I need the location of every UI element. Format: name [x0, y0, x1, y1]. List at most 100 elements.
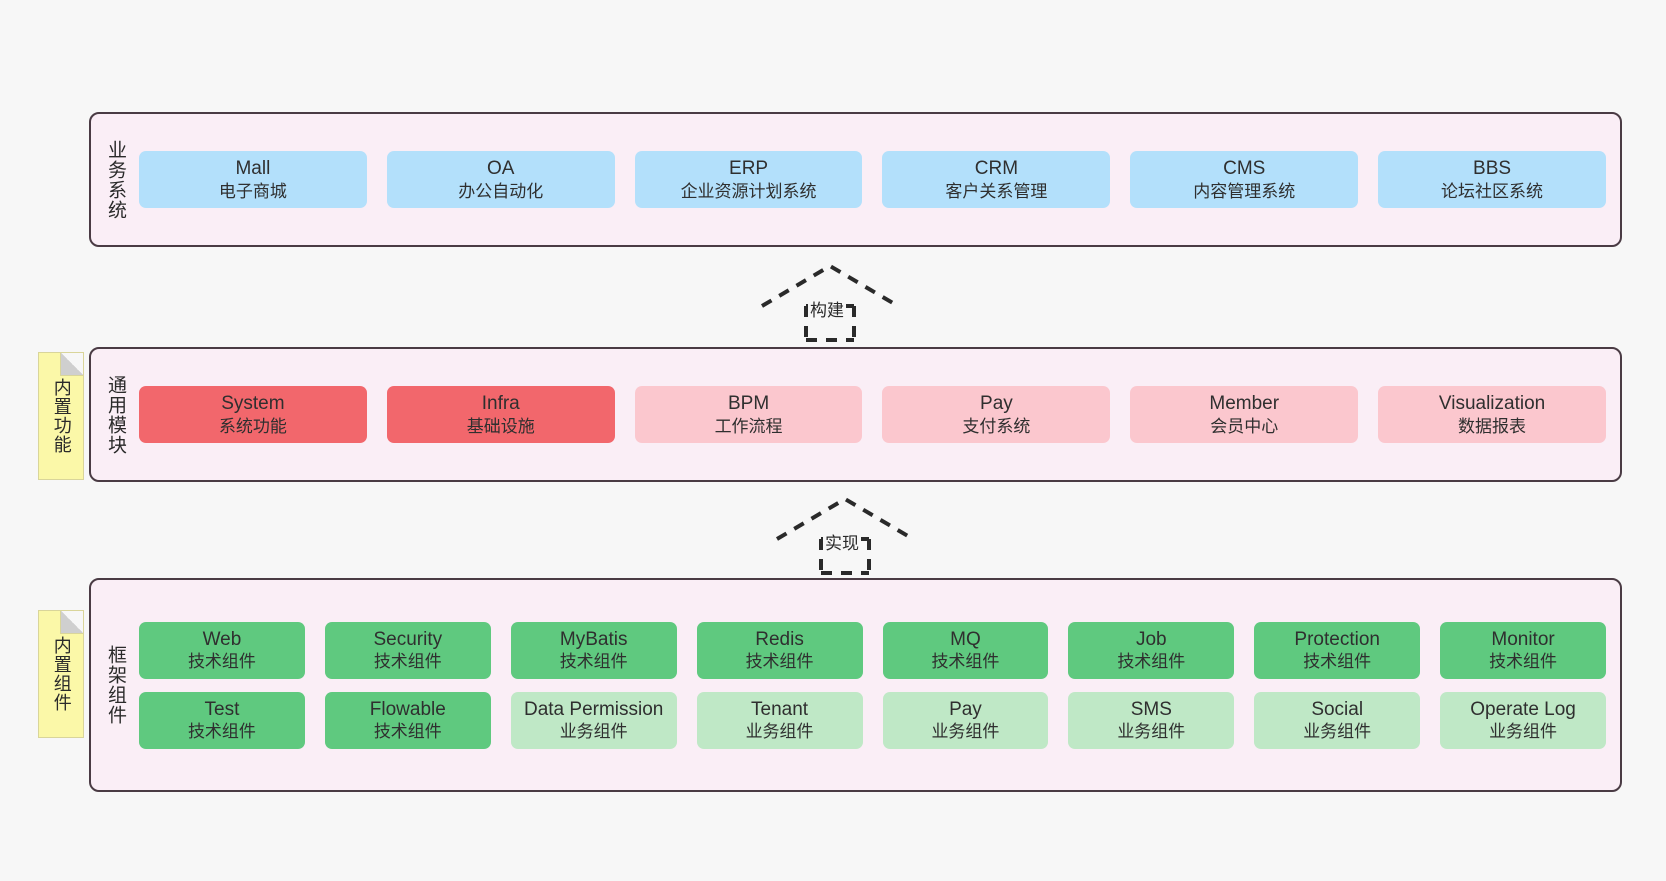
node-protection[interactable]: Protection 技术组件	[1254, 621, 1421, 679]
layer-common-modules: 通用模块 System 系统功能 Infra 基础设施 BPM 工作流程 Pay…	[89, 347, 1622, 482]
node-subtitle: 技术组件	[1303, 652, 1372, 672]
node-title: Tenant	[751, 698, 809, 720]
node-title: System	[221, 393, 285, 414]
node-crm[interactable]: CRM 客户关系管理	[882, 151, 1111, 208]
node-oa[interactable]: OA 办公自动化	[386, 151, 615, 208]
node-tenant[interactable]: Tenant 业务组件	[696, 691, 863, 749]
node-member[interactable]: Member 会员中心	[1130, 386, 1359, 443]
node-subtitle: 客户关系管理	[945, 181, 1048, 201]
node-title: CMS	[1223, 158, 1266, 179]
node-subtitle: 基础设施	[466, 416, 535, 436]
node-cms[interactable]: CMS 内容管理系统	[1130, 151, 1359, 208]
node-subtitle: 系统功能	[218, 416, 287, 436]
node-title: Member	[1209, 393, 1280, 414]
node-title: CRM	[974, 158, 1019, 179]
node-data-permission[interactable]: Data Permission 业务组件	[510, 691, 677, 749]
node-title: Flowable	[369, 698, 446, 720]
node-subtitle: 业务组件	[1489, 722, 1558, 742]
node-title: OA	[487, 158, 515, 179]
layer-business-systems: 业务系统 Mall 电子商城 OA 办公自动化 ERP 企业资源计划系统 CRM…	[89, 112, 1622, 247]
arrow-build-label: 构建	[808, 296, 846, 321]
node-title: Pay	[980, 393, 1013, 414]
sticky-note-builtin-components: 内置组件	[38, 610, 84, 738]
layer-title-framework-components: 框架组件	[105, 645, 127, 725]
node-title: Web	[202, 628, 242, 650]
node-sms[interactable]: SMS 业务组件	[1068, 691, 1235, 749]
node-mybatis[interactable]: MyBatis 技术组件	[510, 621, 677, 679]
node-redis[interactable]: Redis 技术组件	[696, 621, 863, 679]
node-system[interactable]: System 系统功能	[139, 386, 367, 443]
node-subtitle: 办公自动化	[458, 181, 544, 201]
node-subtitle: 企业资源计划系统	[680, 181, 817, 201]
arrow-implement: 实现	[775, 495, 915, 575]
node-infra[interactable]: Infra 基础设施	[386, 386, 615, 443]
box-row: Web 技术组件 Security 技术组件 MyBatis 技术组件 Redi…	[139, 621, 1606, 679]
node-mall[interactable]: Mall 电子商城	[139, 151, 367, 208]
node-title: Visualization	[1438, 393, 1546, 414]
node-operate-log[interactable]: Operate Log 业务组件	[1440, 691, 1606, 749]
node-test[interactable]: Test 技术组件	[139, 691, 305, 749]
node-bpm[interactable]: BPM 工作流程	[634, 386, 863, 443]
node-title: Test	[204, 698, 240, 720]
node-title: Data Permission	[523, 698, 664, 720]
box-row: System 系统功能 Infra 基础设施 BPM 工作流程 Pay 支付系统…	[139, 386, 1606, 443]
node-subtitle: 技术组件	[373, 652, 442, 672]
node-title: Protection	[1294, 628, 1380, 650]
node-flowable[interactable]: Flowable 技术组件	[324, 691, 491, 749]
arrow-implement-label: 实现	[823, 529, 861, 554]
node-subtitle: 业务组件	[559, 722, 628, 742]
node-title: SMS	[1130, 698, 1172, 720]
node-subtitle: 工作流程	[714, 416, 783, 436]
layer-framework-components: 框架组件 Web 技术组件 Security 技术组件 MyBatis 技术组件…	[89, 578, 1622, 792]
node-web[interactable]: Web 技术组件	[139, 621, 305, 679]
layer-body-business-systems: Mall 电子商城 OA 办公自动化 ERP 企业资源计划系统 CRM 客户关系…	[139, 114, 1620, 245]
node-pay[interactable]: Pay 支付系统	[882, 386, 1111, 443]
node-subtitle: 内容管理系统	[1193, 181, 1296, 201]
node-title: Pay	[949, 698, 982, 720]
node-social[interactable]: Social 业务组件	[1254, 691, 1421, 749]
layer-body-framework-components: Web 技术组件 Security 技术组件 MyBatis 技术组件 Redi…	[139, 580, 1620, 790]
node-title: Social	[1311, 698, 1364, 720]
layer-title-common-modules: 通用模块	[105, 374, 127, 455]
arrow-build: 构建	[760, 262, 900, 342]
node-title: BBS	[1473, 158, 1512, 179]
node-title: Redis	[755, 628, 804, 650]
box-row: Mall 电子商城 OA 办公自动化 ERP 企业资源计划系统 CRM 客户关系…	[139, 151, 1606, 208]
node-mq[interactable]: MQ 技术组件	[882, 621, 1049, 679]
node-subtitle: 技术组件	[931, 652, 1000, 672]
node-subtitle: 技术组件	[559, 652, 628, 672]
node-title: MyBatis	[559, 628, 628, 650]
node-title: Operate Log	[1470, 698, 1576, 720]
node-visualization[interactable]: Visualization 数据报表	[1378, 386, 1606, 443]
node-monitor[interactable]: Monitor 技术组件	[1440, 621, 1606, 679]
node-subtitle: 会员中心	[1210, 416, 1279, 436]
layer-body-common-modules: System 系统功能 Infra 基础设施 BPM 工作流程 Pay 支付系统…	[139, 349, 1620, 480]
node-erp[interactable]: ERP 企业资源计划系统	[634, 151, 863, 208]
node-subtitle: 电子商城	[218, 181, 287, 201]
node-bbs[interactable]: BBS 论坛社区系统	[1378, 151, 1606, 208]
node-title: ERP	[729, 158, 769, 179]
node-subtitle: 技术组件	[373, 722, 442, 742]
node-title: Job	[1135, 628, 1167, 650]
node-subtitle: 技术组件	[745, 652, 814, 672]
sticky-note-label: 内置组件	[51, 636, 72, 712]
layer-title-business-systems: 业务系统	[105, 139, 127, 220]
node-security[interactable]: Security 技术组件	[324, 621, 491, 679]
node-pay-component[interactable]: Pay 业务组件	[882, 691, 1049, 749]
node-title: Security	[373, 628, 443, 650]
node-subtitle: 支付系统	[962, 416, 1031, 436]
node-title: Mall	[235, 158, 271, 179]
node-title: Monitor	[1491, 628, 1555, 650]
node-subtitle: 业务组件	[1117, 722, 1186, 742]
node-job[interactable]: Job 技术组件	[1068, 621, 1235, 679]
node-subtitle: 业务组件	[1303, 722, 1372, 742]
node-subtitle: 业务组件	[931, 722, 1000, 742]
node-subtitle: 业务组件	[745, 722, 814, 742]
node-subtitle: 技术组件	[1489, 652, 1558, 672]
sticky-note-label: 内置功能	[51, 378, 72, 454]
node-subtitle: 论坛社区系统	[1441, 181, 1544, 201]
node-subtitle: 技术组件	[187, 722, 256, 742]
node-subtitle: 技术组件	[1117, 652, 1186, 672]
node-title: BPM	[727, 393, 770, 414]
